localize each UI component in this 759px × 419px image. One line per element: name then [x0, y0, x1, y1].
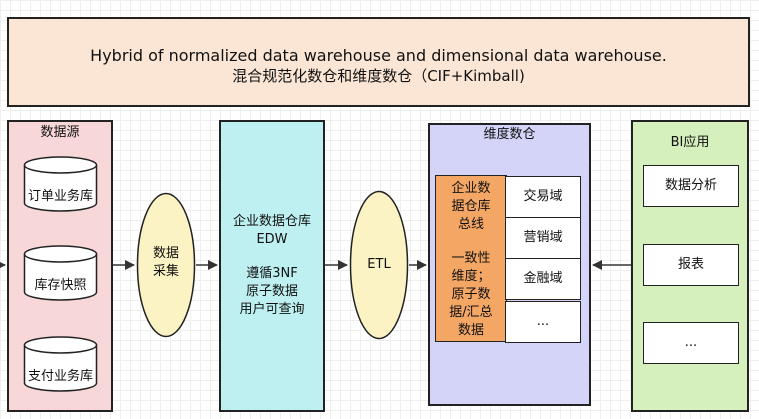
bi-item-analysis: 数据分析: [643, 165, 739, 207]
bi-item-more: ...: [643, 322, 739, 364]
header-title-zh: 混合规范化数仓和维度数仓（CIF+Kimball): [232, 67, 525, 85]
enterprise-bus-box: [435, 175, 507, 342]
domain-box-finance: 金融域: [505, 258, 581, 300]
bus-text-line: 维度；: [451, 269, 491, 284]
bi-apps-title: BI应用: [670, 135, 710, 150]
data-collection-label-1: 数据: [152, 246, 179, 261]
data-sources-title: 数据源: [40, 125, 80, 140]
database-icon: [23, 336, 98, 392]
edw-note-atomic: 原子数据: [245, 284, 298, 299]
edw-panel: [219, 120, 325, 412]
database-cylinder-inventory: 库存快照: [23, 244, 98, 302]
header-title-en: Hybrid of normalized data warehouse and …: [90, 46, 667, 65]
edw-subtitle: EDW: [256, 232, 288, 247]
domain-box-marketing: 营销域: [505, 217, 581, 259]
bus-text-line: 原子数: [451, 287, 491, 302]
bus-text-line: 总线: [457, 217, 484, 232]
bus-text-line: 据/汇总: [449, 305, 493, 320]
bus-text-line: 据仓库: [451, 199, 491, 214]
dimensional-warehouse-title: 维度数仓: [483, 127, 536, 142]
data-collection-node: 数据 采集: [136, 192, 196, 338]
ellipse-shape: [136, 192, 196, 338]
database-icon: [23, 156, 98, 212]
bus-text-line: 数据: [457, 323, 484, 338]
etl-label: ETL: [367, 257, 391, 272]
domain-box-trade: 交易域: [505, 176, 581, 218]
database-cylinder-payment: 支付业务库: [23, 335, 98, 393]
ellipse-shape: [349, 190, 409, 340]
database-icon: [23, 245, 98, 301]
database-label: 订单业务库: [27, 189, 93, 204]
edw-note-queryable: 用户可查询: [239, 302, 305, 317]
bus-text-line: 一致性: [451, 251, 491, 266]
edw-title: 企业数据仓库: [232, 214, 311, 229]
etl-node: ETL: [349, 190, 409, 340]
header-banner: [7, 17, 750, 107]
database-label: 支付业务库: [27, 369, 93, 384]
bi-item-report: 报表: [643, 244, 739, 286]
data-collection-label-2: 采集: [152, 264, 179, 279]
database-cylinder-order: 订单业务库: [23, 155, 98, 213]
domain-box-more: ...: [505, 301, 581, 343]
bus-text-line: 企业数: [451, 181, 491, 196]
edw-note-3nf: 遵循3NF: [246, 266, 298, 281]
database-label: 库存快照: [34, 278, 87, 293]
